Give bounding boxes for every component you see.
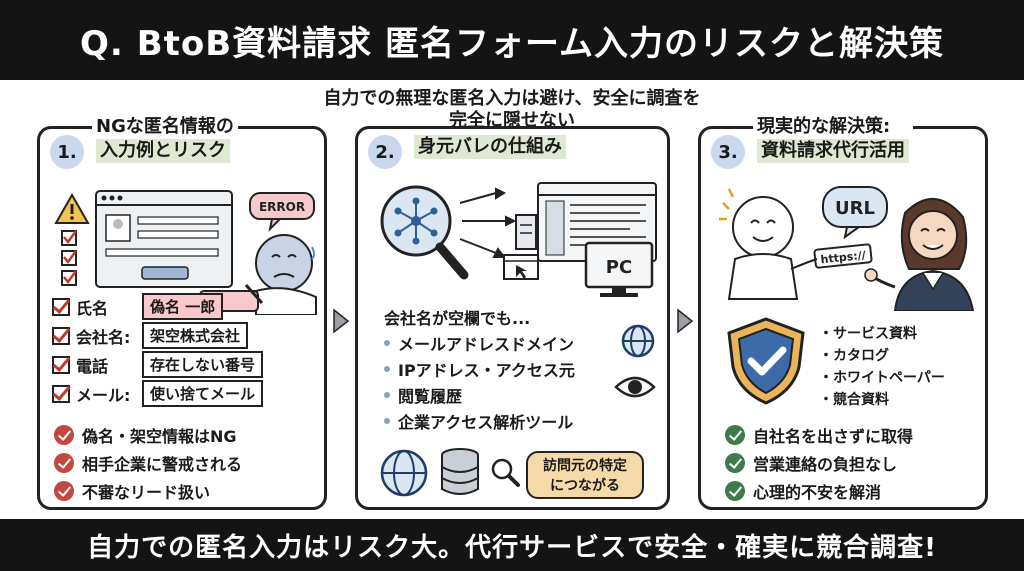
risk-item: 相手企業に警戒される bbox=[54, 451, 242, 475]
panel-3-number: 3. bbox=[711, 135, 745, 169]
risk-check-icon bbox=[54, 481, 74, 501]
field-row-company: 会社名: 架空株式会社 bbox=[52, 322, 249, 349]
risk-text: 相手企業に警戒される bbox=[82, 455, 243, 474]
connection-arrow-icon bbox=[459, 187, 517, 258]
check-icon bbox=[52, 326, 70, 345]
title-bar: Q. BtoB資料請求 匿名フォーム入力のリスクと解決策 bbox=[0, 0, 1024, 80]
benefit-item: 心理的不安を解消 bbox=[725, 479, 881, 503]
panel-1-heading-line-1: NGな匿名情報の bbox=[96, 116, 234, 137]
risk-text: 不審なリード扱い bbox=[82, 483, 211, 502]
warning-icon bbox=[54, 192, 90, 224]
panel-2-number: 2. bbox=[368, 135, 402, 169]
tracking-item: メールアドレスドメイン bbox=[384, 331, 574, 355]
subtitle-line-1: 自力での無理な匿名入力は避け、安全に調査を bbox=[323, 88, 701, 109]
panel-3-heading-line-1: 現実的な解決策: bbox=[757, 116, 891, 137]
benefit-check-icon bbox=[725, 481, 745, 501]
field-value: 存在しない番号 bbox=[142, 351, 264, 378]
panel-1-heading: 1. NGな匿名情報の 入力例とリスク bbox=[50, 115, 314, 169]
browser-window-icon bbox=[537, 182, 657, 262]
field-label: 会社名: bbox=[76, 327, 131, 347]
material-item: ・競合資料 bbox=[819, 392, 889, 408]
pc-monitor-icon: PC bbox=[584, 241, 654, 297]
material-item: ・ホワイトペーパー bbox=[819, 370, 945, 386]
subtitle: 自力での無理な匿名入力は避け、安全に調査を 完全に隠せない bbox=[240, 88, 784, 132]
globe-icon bbox=[621, 324, 655, 358]
risk-text: 偽名・架空情報はNG bbox=[82, 427, 237, 446]
error-label: ERROR bbox=[259, 200, 305, 214]
database-icon bbox=[441, 448, 479, 495]
tracking-illustration: PC bbox=[380, 182, 657, 297]
globe-icon bbox=[380, 449, 428, 497]
benefit-check-icon bbox=[725, 425, 745, 445]
risk-check-icon bbox=[54, 453, 74, 473]
benefit-text: 営業連絡の負担なし bbox=[753, 455, 898, 474]
agent-service-illustration: URL https:// bbox=[719, 186, 975, 311]
field-row-email: メール: 使い捨てメール bbox=[52, 380, 264, 407]
field-row-phone: 電話 存在しない番号 bbox=[52, 351, 264, 378]
happy-person-icon bbox=[719, 188, 799, 300]
footer-bar: 自力での匿名入力はリスク大。代行サービスで安全・確実に競合調査! bbox=[0, 519, 1024, 571]
panel-3-heading-line-2: 資料請求代行活用 bbox=[757, 139, 909, 163]
field-value: 使い捨てメール bbox=[142, 380, 264, 407]
field-value: 架空株式会社 bbox=[142, 322, 249, 349]
risk-item: 不審なリード扱い bbox=[54, 479, 210, 503]
search-icon bbox=[491, 458, 520, 487]
data-analysis-illustration bbox=[380, 448, 520, 497]
benefit-item: 自社名を出さずに取得 bbox=[725, 423, 913, 447]
field-label: メール: bbox=[76, 385, 131, 405]
panel-1-heading-line-2: 入力例とリスク bbox=[96, 139, 230, 163]
check-icon bbox=[52, 355, 70, 374]
material-item: ・カタログ bbox=[819, 348, 889, 364]
benefit-text: 自社名を出さずに取得 bbox=[753, 427, 914, 446]
field-value: 偽名 一郎 bbox=[142, 293, 224, 320]
panel-1-number: 1. bbox=[50, 135, 84, 169]
tracking-item: IPアドレス・アクセス元 bbox=[384, 357, 575, 381]
security-shield-icon bbox=[727, 317, 805, 405]
field-label: 電話 bbox=[76, 356, 109, 376]
benefit-text: 心理的不安を解消 bbox=[753, 483, 882, 502]
url-card-icon: https:// bbox=[790, 243, 873, 270]
check-icon bbox=[52, 384, 70, 403]
panel-solution: 3. 現実的な解決策: 資料請求代行活用 URL https:// bbox=[698, 115, 988, 510]
panel-2-lead: 会社名が空欄でも... bbox=[384, 309, 531, 328]
check-icon bbox=[52, 297, 70, 316]
arrow-right-icon bbox=[332, 306, 350, 336]
risk-item: 偽名・架空情報はNG bbox=[54, 423, 237, 447]
benefit-check-icon bbox=[725, 453, 745, 473]
checklist-icon bbox=[61, 230, 78, 286]
page-title: Q. BtoB資料請求 匿名フォーム入力のリスクと解決策 bbox=[80, 23, 944, 64]
panel-2-heading: 2. 身元バレの仕組み bbox=[368, 115, 657, 169]
panel-ng-input: 1. NGな匿名情報の 入力例とリスク bbox=[37, 115, 327, 510]
form-window-icon bbox=[95, 190, 233, 288]
material-item: ・サービス資料 bbox=[819, 326, 917, 342]
error-bubble-icon: ERROR bbox=[249, 192, 315, 233]
panel-2-heading-line-2: 身元バレの仕組み bbox=[414, 135, 566, 159]
field-row-name: 氏名 偽名 一郎 bbox=[52, 293, 224, 320]
cursor-window-icon bbox=[503, 254, 539, 280]
magnifier-network-icon bbox=[380, 185, 469, 280]
url-card-label: https:// bbox=[820, 249, 867, 267]
identification-callout: 訪問元の特定 につながる bbox=[526, 451, 644, 499]
url-bubble-icon: URL bbox=[822, 186, 888, 240]
business-woman-icon bbox=[864, 197, 975, 311]
server-icon bbox=[515, 214, 537, 250]
footer-message: 自力での匿名入力はリスク大。代行サービスで安全・確実に競合調査! bbox=[87, 532, 937, 563]
eye-icon bbox=[614, 376, 656, 398]
pc-label: PC bbox=[606, 257, 632, 278]
tracking-item: 企業アクセス解析ツール bbox=[384, 409, 573, 433]
risk-check-icon bbox=[54, 425, 74, 445]
panel-identification: 2. 身元バレの仕組み bbox=[355, 126, 670, 510]
tracking-item: 閲覧履歴 bbox=[384, 383, 462, 407]
benefit-item: 営業連絡の負担なし bbox=[725, 451, 897, 475]
field-label: 氏名 bbox=[76, 298, 109, 318]
subtitle-line-2: 完全に隠せない bbox=[449, 110, 575, 131]
arrow-right-icon bbox=[676, 306, 694, 336]
panel-3-heading: 3. 現実的な解決策: 資料請求代行活用 bbox=[711, 115, 975, 169]
url-bubble-label: URL bbox=[835, 198, 875, 219]
